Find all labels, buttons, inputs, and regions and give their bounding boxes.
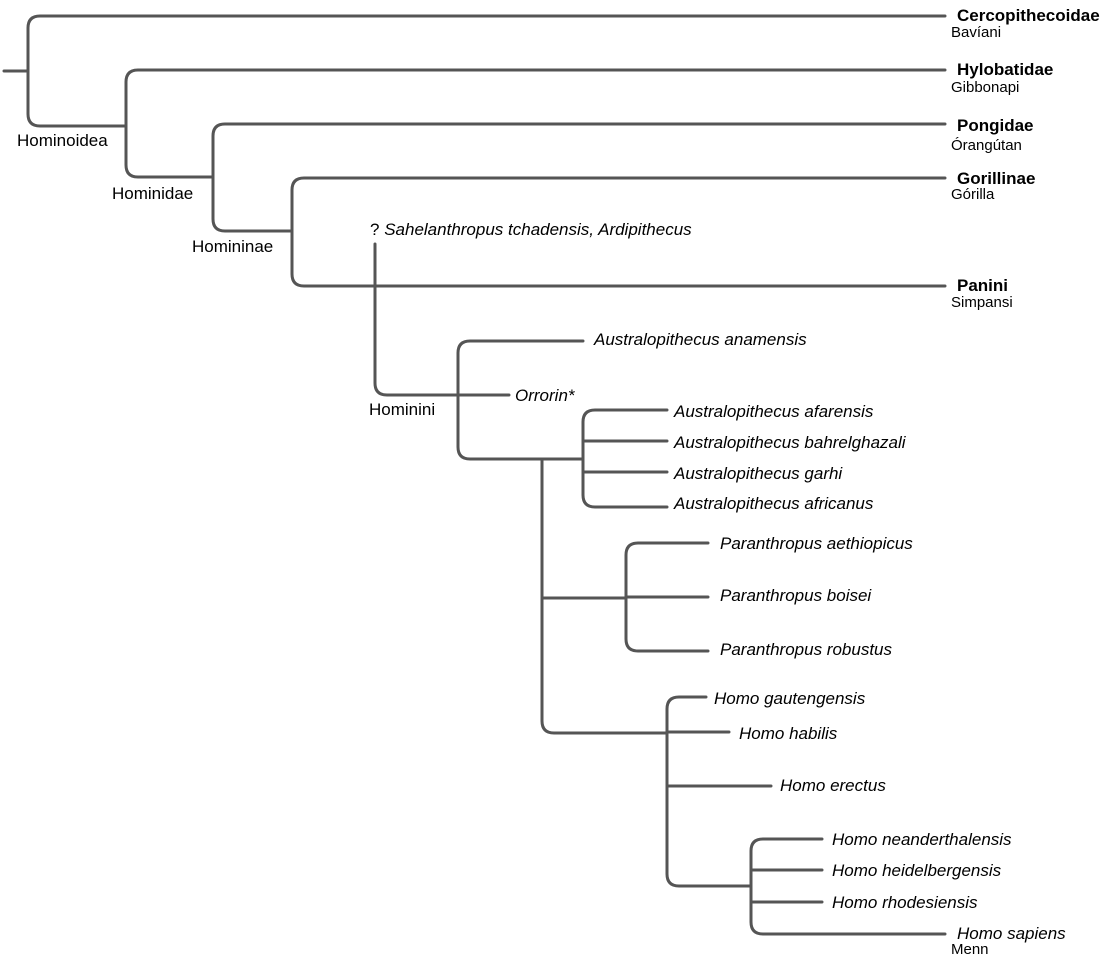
family-hylobatidae: Hylobatidae xyxy=(957,60,1054,79)
anamensis-branch xyxy=(456,339,585,461)
species-anamensis: Australopithecus anamensis xyxy=(594,330,807,349)
species-sapiens: Homo sapiens xyxy=(957,924,1066,943)
clade-hominoidea: Hominoidea xyxy=(17,131,108,150)
homininae-branch xyxy=(211,122,947,233)
common-cercopithecoidae: Bavíani xyxy=(951,24,1002,41)
uncertain-marker: ? xyxy=(370,220,380,239)
clade-hominini: Hominini xyxy=(369,400,436,419)
species-robustus: Paranthropus robustus xyxy=(720,640,892,659)
australopithecus-comb xyxy=(581,408,669,509)
hominini-stem xyxy=(373,242,511,397)
family-panini: Panini xyxy=(957,276,1009,295)
species-garhi: Australopithecus garhi xyxy=(674,464,843,483)
common-pongidae: Órangútan xyxy=(951,137,1022,154)
late-homo-comb xyxy=(749,837,947,936)
species-heidelbergensis: Homo heidelbergensis xyxy=(832,861,1002,880)
species-erectus: Homo erectus xyxy=(780,776,886,795)
species-habilis: Homo habilis xyxy=(739,724,838,743)
family-pongidae: Pongidae xyxy=(957,116,1034,135)
species-afarensis: Australopithecus afarensis xyxy=(674,402,874,421)
species-aethiopicus: Paranthropus aethiopicus xyxy=(720,534,913,553)
hominoidea-branch xyxy=(26,14,947,128)
species-bahrelghazali: Australopithecus bahrelghazali xyxy=(674,433,906,452)
species-boisei: Paranthropus boisei xyxy=(720,586,872,605)
homo-comb xyxy=(665,695,753,888)
species-rhodesiensis: Homo rhodesiensis xyxy=(832,893,978,912)
common-gorillinae: Górilla xyxy=(951,186,995,203)
hominidae-branch xyxy=(124,68,947,179)
family-cercopithecoidae: Cercopithecoidae xyxy=(957,6,1100,25)
species-gautengensis: Homo gautengensis xyxy=(714,689,866,708)
species-orrorin: Orrorin* xyxy=(515,386,575,405)
common-panini: Simpansi xyxy=(951,294,1013,311)
basal-note: ? Sahelanthropus tchadensis, Ardipithecu… xyxy=(370,221,692,238)
clade-homininae: Homininae xyxy=(192,237,274,256)
clade-hominidae: Hominidae xyxy=(112,184,194,203)
common-sapiens: Menn xyxy=(951,941,989,958)
main-trunk xyxy=(540,457,669,735)
common-hylobatidae: Gibbonapi xyxy=(951,79,1020,96)
family-gorillinae: Gorillinae xyxy=(957,169,1036,188)
gorilla-pan-branch xyxy=(290,176,947,288)
species-africanus: Australopithecus africanus xyxy=(674,494,874,513)
basal-taxa: Sahelanthropus tchadensis, Ardipithecus xyxy=(384,220,692,239)
species-neanderthalensis: Homo neanderthalensis xyxy=(832,830,1012,849)
